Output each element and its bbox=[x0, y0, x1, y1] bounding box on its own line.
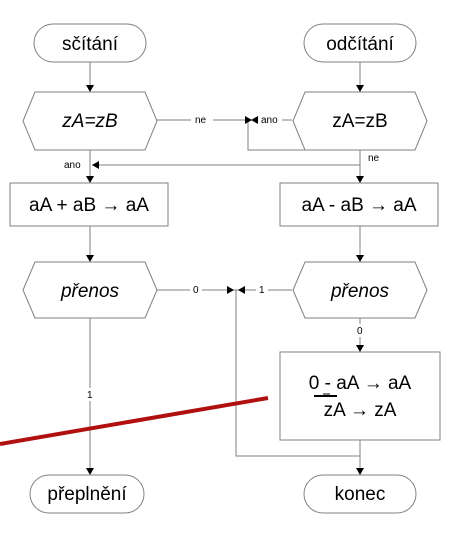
overflow-label: přeplnění bbox=[47, 484, 127, 505]
decision-carry-left: přenos bbox=[22, 261, 158, 319]
carry-left-label: přenos bbox=[60, 281, 120, 302]
carry-right-label: přenos bbox=[330, 281, 390, 302]
process-sub-label: aA - aB → aA bbox=[301, 195, 416, 216]
label-ano-left: ano bbox=[64, 160, 81, 171]
label-one-right: 1 bbox=[259, 285, 265, 296]
end-label: konec bbox=[335, 484, 386, 505]
label-zero-left: 0 bbox=[193, 285, 199, 296]
label-one-left: 1 bbox=[87, 390, 93, 401]
negate-target-label: → zA bbox=[345, 400, 397, 421]
label-zero-right: 0 bbox=[357, 326, 363, 337]
decision-left-label: zA=zB bbox=[61, 111, 118, 132]
start-add-label: sčítání bbox=[62, 34, 119, 55]
annotation-stroke bbox=[0, 396, 269, 446]
arrowheads bbox=[86, 85, 364, 475]
edge-labels: ne ano ne ano 0 1 0 1 bbox=[64, 113, 380, 401]
label-ne-left: ne bbox=[195, 115, 207, 126]
process-add: aA + aB → aA bbox=[9, 182, 169, 227]
label-ne-right: ne bbox=[368, 153, 380, 164]
decision-right: zA=zB bbox=[292, 91, 428, 151]
process-negate-line2: zA → zA bbox=[324, 400, 397, 421]
negated-sign-label: zA bbox=[324, 400, 347, 421]
process-sub: aA - aB → aA bbox=[279, 182, 439, 227]
process-negate-line1: 0 - aA → aA bbox=[309, 373, 412, 394]
decision-left: zA=zB bbox=[22, 91, 158, 151]
process-add-label: aA + aB → aA bbox=[29, 195, 149, 216]
label-ano-right: ano bbox=[261, 115, 278, 126]
decision-right-label: zA=zB bbox=[332, 111, 387, 132]
terminal-start-sub: odčítání bbox=[303, 23, 417, 63]
process-negate: 0 - aA → aA zA → zA bbox=[279, 351, 441, 441]
terminal-overflow: přeplnění bbox=[29, 474, 145, 514]
terminal-end: konec bbox=[303, 474, 417, 514]
start-sub-label: odčítání bbox=[326, 34, 394, 55]
decision-carry-right: přenos bbox=[292, 261, 428, 319]
terminal-start-add: sčítání bbox=[33, 23, 147, 63]
